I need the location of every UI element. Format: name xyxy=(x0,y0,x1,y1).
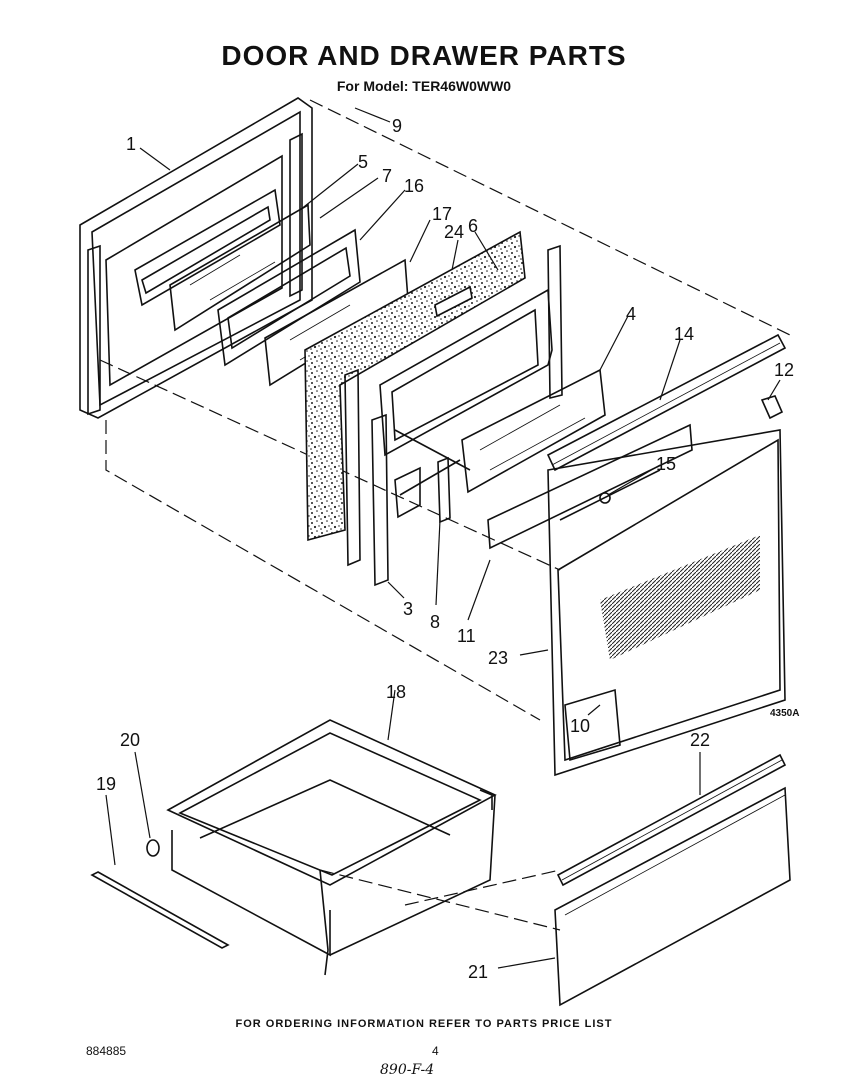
callout-21: 21 xyxy=(468,962,488,982)
callout-5: 5 xyxy=(358,152,368,172)
callout-16: 16 xyxy=(404,176,424,196)
door-liner xyxy=(379,244,563,496)
callout-23: 23 xyxy=(488,648,508,668)
callout-7: 7 xyxy=(382,166,392,186)
door-bracket xyxy=(394,466,421,519)
leader-lines xyxy=(105,107,781,969)
outer-door-panel xyxy=(547,429,786,777)
callout-17: 17 xyxy=(432,204,452,224)
inner-door-panel xyxy=(79,97,313,419)
callout-8: 8 xyxy=(430,612,440,632)
callout-22: 22 xyxy=(690,730,710,750)
callout-1: 1 xyxy=(126,134,136,154)
callout-11: 11 xyxy=(457,626,476,646)
drawer-slide-rail xyxy=(90,871,230,949)
outer-door-glass xyxy=(461,368,606,494)
window-frame xyxy=(134,188,281,307)
hinge-bracket xyxy=(437,456,451,524)
callout-10: 10 xyxy=(570,716,590,736)
callout-24: 24 xyxy=(444,222,464,242)
glass-retainer-frame xyxy=(217,228,361,367)
door-insulation xyxy=(304,230,526,542)
door-glass-outer xyxy=(169,203,311,332)
callout-labels: 1 5 7 16 17 24 6 9 4 14 12 15 3 8 11 23 … xyxy=(96,116,799,982)
callout-15: 15 xyxy=(656,454,676,474)
page-number: 4 xyxy=(432,1044,439,1058)
callout-6: 6 xyxy=(468,216,478,236)
ordering-note: FOR ORDERING INFORMATION REFER TO PARTS … xyxy=(235,1018,613,1030)
callout-9: 9 xyxy=(392,116,402,136)
document-number: 884885 xyxy=(86,1044,127,1058)
drawer-roller xyxy=(146,839,160,857)
handwritten-note: 890-F-4 xyxy=(380,1062,435,1078)
callout-14: 14 xyxy=(674,324,694,344)
door-handle xyxy=(546,333,787,472)
callout-20: 20 xyxy=(120,730,140,750)
callout-4: 4 xyxy=(626,304,636,324)
callout-12: 12 xyxy=(774,360,794,380)
drawer-front-panel xyxy=(554,786,791,1007)
page-title: DOOR AND DRAWER PARTS xyxy=(221,40,627,71)
callout-3: 3 xyxy=(403,599,413,619)
figure-code: 4350A xyxy=(770,708,799,719)
vent-channel xyxy=(487,423,693,550)
side-trim-strip xyxy=(344,368,389,587)
storage-drawer xyxy=(166,719,497,976)
callout-19: 19 xyxy=(96,774,116,794)
handle-end-cap xyxy=(760,395,784,420)
callout-18: 18 xyxy=(386,682,406,702)
drawer-handle-trim xyxy=(556,753,787,887)
model-subtitle: For Model: TER46W0WW0 xyxy=(336,78,512,94)
